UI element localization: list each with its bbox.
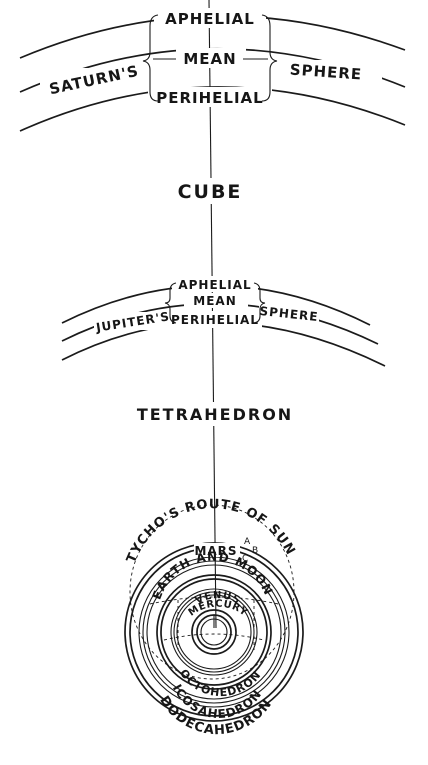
venus-circle-1: [170, 588, 258, 676]
tetrahedron-label: TETRAHEDRON: [137, 405, 293, 424]
saturn-mean-label: MEAN: [183, 50, 236, 68]
saturn-perihelial-label: PERIHELIAL: [156, 89, 263, 107]
jupiter-right-label: SPHERE: [259, 304, 319, 324]
saturn-aphelial-label: APHELIAL: [165, 10, 255, 28]
saturn-left-brace: [142, 14, 159, 102]
jupiter-sphere: APHELIAL MEAN PERIHELIAL JUPITER'S SPHER…: [61, 276, 386, 367]
mercury-circle-1: [191, 609, 237, 655]
jupiter-mean-label: MEAN: [193, 294, 236, 308]
jupiter-perihelial-label: PERIHELIAL: [171, 313, 259, 327]
earth-circle-inner: [160, 578, 268, 686]
inner-system: TYCHO'S ROUTE OF SUN MARS A B C EARTH AN…: [124, 497, 304, 738]
cube-label: CUBE: [178, 181, 243, 203]
saturn-right-brace: [261, 14, 278, 102]
saturn-left-label: SATURN'S: [48, 62, 141, 99]
venus-label: VENUS: [194, 590, 243, 607]
venus-circle-3: [176, 594, 252, 670]
saturn-right-label: SPHERE: [289, 60, 362, 83]
mars-a-label: A: [244, 537, 251, 547]
mars-b-label: B: [252, 546, 258, 556]
saturn-sphere: APHELIAL MEAN PERIHELIAL SATURN'S SPHERE: [19, 8, 406, 132]
mars-circle-c: [146, 564, 282, 700]
jupiter-aphelial-label: APHELIAL: [178, 278, 251, 292]
mars-label: MARS: [194, 544, 237, 558]
mars-c-label: C: [242, 554, 248, 564]
jupiter-left-brace: [164, 282, 177, 324]
jupiter-right-brace: [253, 282, 266, 324]
mars-circle-b: [142, 560, 286, 704]
earth-circle-outer: [156, 574, 272, 690]
